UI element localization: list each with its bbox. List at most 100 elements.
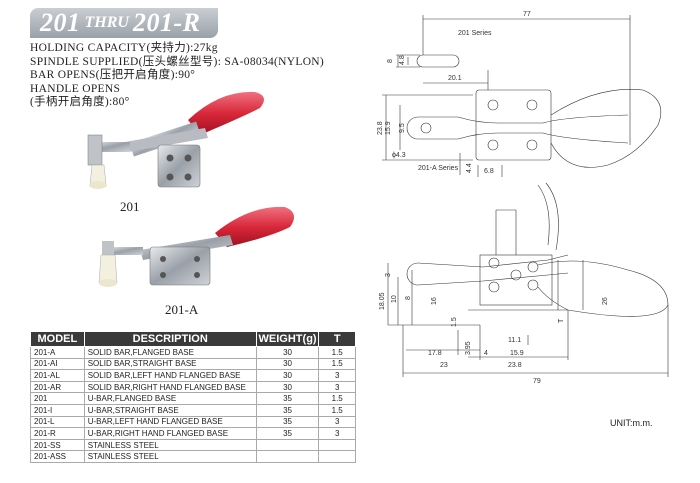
dim-18-05: 18.05 (379, 292, 386, 310)
cell-description: U-BAR,STRAIGHT BASE (83, 403, 257, 417)
spec-handle-opens: HANDLE OPENS (30, 82, 121, 95)
dim-4-8: 4.8 (399, 55, 406, 65)
dim-26: 26 (602, 297, 609, 305)
dim-23-8b: 23.8 (508, 362, 522, 369)
dim-phi-4-3: ϕ4.3 (392, 152, 406, 159)
dim-10: 10 (391, 295, 398, 303)
cell-weight (255, 450, 320, 463)
unit-note: UNIT:m.m. (610, 418, 653, 428)
cell-description: SOLID BAR,LEFT HAND FLANGED BASE (83, 369, 257, 382)
cell-model: 201-AR (30, 380, 85, 394)
cell-description: U-BAR,RIGHT HAND FLANGED BASE (83, 427, 257, 440)
dim-201-series: 201 Series (458, 30, 492, 37)
dim-15-9b: 15.9 (510, 350, 524, 357)
cell-t: 3 (318, 415, 356, 429)
dim-17-8: 17.8 (428, 350, 442, 357)
title-model-start: 201 (40, 8, 81, 37)
dim-23: 23 (440, 362, 448, 369)
cell-model: 201-I (30, 403, 85, 417)
cell-model: 201 (30, 392, 85, 405)
cell-weight (255, 438, 320, 452)
dim-201a-series: 201-A Series (418, 165, 459, 172)
cell-model: 201-R (30, 427, 85, 440)
clamp-201-photo (87, 91, 264, 189)
spec-spindle: SPINDLE SUPPLIED(压头螺丝型号): SA-08034(NYLON… (30, 55, 325, 68)
cell-description: U-BAR,LEFT HAND FLANGED BASE (83, 415, 257, 429)
dim-8: 8 (387, 59, 394, 63)
cell-t (318, 450, 356, 463)
dim-77: 77 (523, 11, 531, 18)
cell-model: 201-AI (30, 357, 85, 371)
cell-description: SOLID BAR,FLANGED BASE (83, 346, 257, 359)
col-model-header: MODEL (30, 331, 85, 347)
cell-weight: 35 (255, 427, 320, 440)
dim-4-4: 4.4 (466, 163, 473, 173)
cell-t: 3 (318, 427, 356, 440)
cell-model: 201-ASS (30, 450, 85, 463)
col-weight-header: WEIGHT(g) (255, 331, 320, 347)
cell-t: 1.5 (318, 392, 356, 405)
cell-model: 201-A (30, 346, 85, 359)
dim-23-8: 23.8 (377, 121, 384, 135)
dim-20-1: 20.1 (448, 75, 462, 82)
dim-3: 3 (385, 273, 392, 277)
title-model-end: 201-R (132, 8, 201, 37)
spec-bar-opens: BAR OPENS(压把开启角度):90° (30, 69, 196, 81)
dim-6-8: 6.8 (484, 168, 494, 175)
photo-label-201a: 201-A (165, 302, 199, 317)
photo-label-201: 201 (120, 199, 140, 214)
cell-t: 1.5 (318, 403, 356, 417)
cell-t: 1.5 (318, 346, 356, 359)
dim-4: 4 (484, 350, 488, 357)
dim-t: T (558, 318, 565, 323)
cell-description: U-BAR,FLANGED BASE (83, 392, 257, 405)
cell-description: STAINLESS STEEL (83, 438, 257, 452)
cell-t: 3 (318, 369, 356, 382)
cell-t: 3 (318, 380, 356, 394)
cell-weight: 30 (255, 369, 320, 382)
dim-9-5: 9.5 (399, 123, 406, 133)
spec-handle-opens-angle: (手柄开启角度):80° (30, 96, 130, 108)
cell-description: SOLID BAR,STRAIGHT BASE (83, 357, 257, 371)
cell-weight: 35 (255, 403, 320, 417)
cell-weight: 30 (255, 357, 320, 371)
cell-t (318, 438, 356, 452)
spec-list: HOLDING CAPACITY(夹持力):27kg SPINDLE SUPPL… (30, 42, 324, 110)
dim-79: 79 (533, 378, 541, 385)
clamp-201a-photo (98, 206, 294, 287)
dim-3-95: 3.95 (465, 341, 472, 355)
cell-description: SOLID BAR,RIGHT HAND FLANGED BASE (83, 380, 257, 394)
cell-weight: 30 (255, 380, 320, 394)
cell-t: 1.5 (318, 357, 356, 371)
cell-weight: 35 (255, 415, 320, 429)
technical-drawing: 77 201 Series 8 4.8 20.1 23.8 15.9 9.5 ϕ… (377, 11, 669, 385)
cell-model: 201-L (30, 415, 85, 429)
col-t-header: T (318, 331, 356, 347)
title-thru: THRU (84, 14, 129, 31)
cell-model: 201-AL (30, 369, 85, 382)
dim-15-9: 15.9 (385, 121, 392, 135)
dim-8b: 8 (405, 296, 412, 300)
table-header-row: MODEL DESCRIPTION WEIGHT(g) T (30, 331, 356, 347)
cell-model: 201-SS (30, 438, 85, 452)
dim-16: 16 (431, 297, 438, 305)
cell-weight: 35 (255, 392, 320, 405)
dim-1-5: 1.5 (451, 317, 458, 327)
title-tab: 201 THRU 201-R (30, 8, 218, 38)
spec-holding-capacity: HOLDING CAPACITY(夹持力):27kg (30, 42, 218, 54)
cell-description: STAINLESS STEEL (83, 450, 257, 463)
col-description-header: DESCRIPTION (83, 331, 257, 347)
cell-weight: 30 (255, 346, 320, 359)
dim-11-1: 11.1 (508, 337, 521, 344)
